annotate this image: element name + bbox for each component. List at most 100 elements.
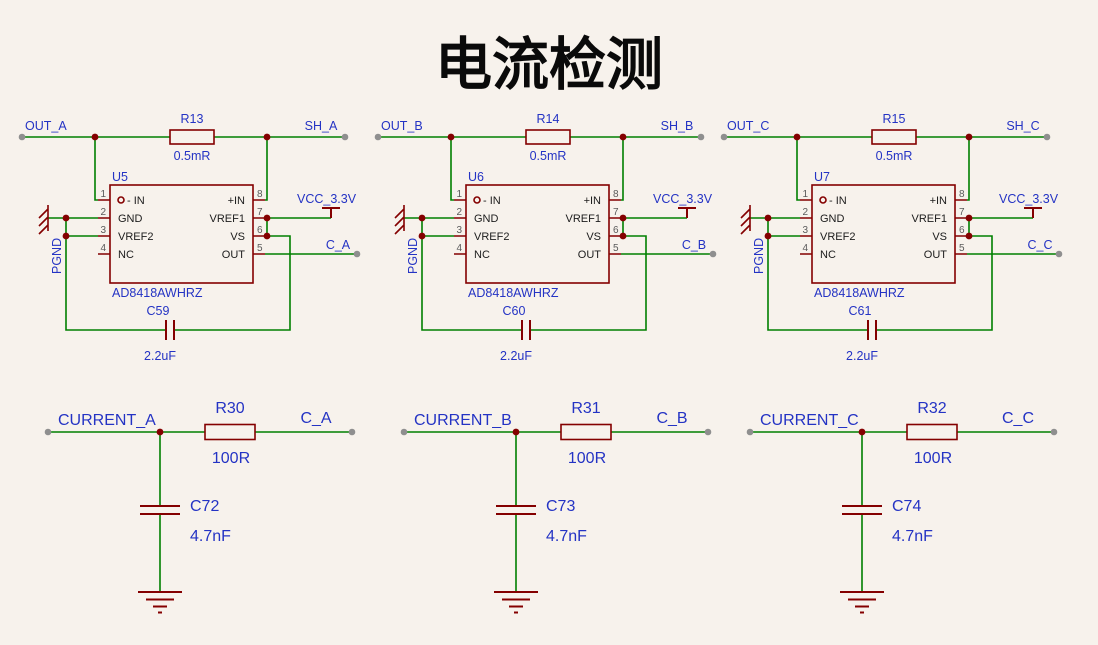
filter-r-value: 100R	[212, 450, 250, 467]
pin-name-vref2: VREF2	[474, 231, 509, 243]
filter-r-ref: R31	[571, 400, 600, 417]
shunt-ref: R14	[537, 112, 560, 126]
pin-name-nc: NC	[118, 249, 134, 261]
pin-name-pos-in: +IN	[584, 195, 601, 207]
amp-ref: U6	[468, 170, 484, 184]
pin-name-neg-in: - IN	[483, 195, 501, 207]
net-label-sense-bottom: C_A	[300, 410, 331, 427]
pin-name-out: OUT	[924, 249, 948, 261]
vcc-net-label: VCC_3.3V	[653, 192, 713, 206]
pin-number-8: 8	[257, 189, 263, 200]
pin-name-vref2: VREF2	[118, 231, 153, 243]
amp-ref: U5	[112, 170, 128, 184]
net-label-current: CURRENT_C	[760, 412, 859, 429]
pin-name-vref1: VREF1	[566, 213, 601, 225]
filter-r-value: 100R	[914, 450, 952, 467]
amp-ref: U7	[814, 170, 830, 184]
pin-number-7: 7	[257, 207, 263, 218]
channel-a-bottom-geometry	[43, 423, 357, 614]
channel-c: OUT_C R15 0.5mR SH_C U7 AD8418AWHRZ VCC_…	[719, 112, 1064, 614]
channel-b: OUT_B R14 0.5mR SH_B U6 AD8418AWHRZ VCC_…	[373, 112, 718, 614]
net-label-sense-bottom: C_C	[1002, 410, 1034, 427]
pgnd-net-label: PGND	[50, 238, 64, 274]
net-label-out: OUT_C	[727, 119, 769, 133]
channel-c-bottom-geometry	[745, 423, 1059, 614]
pin-number-2: 2	[456, 207, 462, 218]
pin-number-2: 2	[100, 207, 106, 218]
pin-number-4: 4	[456, 243, 462, 254]
bypass-value: 2.2uF	[144, 349, 176, 363]
net-label-sense-top: C_C	[1027, 238, 1052, 252]
pin-name-vs: VS	[932, 231, 947, 243]
pin-name-neg-in: - IN	[829, 195, 847, 207]
net-label-sense-top: C_B	[682, 238, 706, 252]
bypass-ref: C61	[849, 304, 872, 318]
pin-name-vref1: VREF1	[210, 213, 245, 225]
pin-name-out: OUT	[222, 249, 246, 261]
net-label-current: CURRENT_B	[414, 412, 512, 429]
pin-number-8: 8	[959, 189, 965, 200]
pin-number-6: 6	[959, 225, 965, 236]
pin-number-6: 6	[257, 225, 263, 236]
bypass-ref: C60	[503, 304, 526, 318]
pin-number-1: 1	[100, 189, 106, 200]
pin-number-7: 7	[613, 207, 619, 218]
pin-number-4: 4	[802, 243, 808, 254]
net-label-current: CURRENT_A	[58, 412, 156, 429]
ic-part-number: AD8418AWHRZ	[112, 286, 203, 300]
pin-name-pos-in: +IN	[930, 195, 947, 207]
pgnd-net-label: PGND	[752, 238, 766, 274]
pin-number-1: 1	[456, 189, 462, 200]
channel-b-bottom-geometry	[399, 423, 713, 614]
net-label-out: OUT_A	[25, 119, 67, 133]
filter-c-value: 4.7nF	[546, 528, 587, 545]
net-label-sh: SH_A	[305, 119, 338, 133]
pgnd-net-label: PGND	[406, 238, 420, 274]
ic-part-number: AD8418AWHRZ	[814, 286, 905, 300]
bypass-value: 2.2uF	[500, 349, 532, 363]
pin-number-3: 3	[802, 225, 808, 236]
net-label-out: OUT_B	[381, 119, 423, 133]
pin-number-8: 8	[613, 189, 619, 200]
filter-r-ref: R30	[215, 400, 244, 417]
bypass-value: 2.2uF	[846, 349, 878, 363]
pin-name-nc: NC	[820, 249, 836, 261]
net-label-sense-bottom: C_B	[656, 410, 687, 427]
channel-a: OUT_A R13 0.5mR SH_A U5 AD8418AWHRZ VCC_…	[17, 112, 362, 614]
pin-number-5: 5	[257, 243, 263, 254]
pin-number-1: 1	[802, 189, 808, 200]
pin-number-3: 3	[456, 225, 462, 236]
filter-c-value: 4.7nF	[892, 528, 933, 545]
pin-name-pos-in: +IN	[228, 195, 245, 207]
pin-name-vref2: VREF2	[820, 231, 855, 243]
shunt-ref: R15	[883, 112, 906, 126]
ic-part-number: AD8418AWHRZ	[468, 286, 559, 300]
filter-c-ref: C72	[190, 498, 219, 515]
shunt-value: 0.5mR	[174, 149, 211, 163]
pin-name-gnd: GND	[118, 213, 143, 225]
page-title: 电流检测	[435, 33, 663, 97]
filter-c-value: 4.7nF	[190, 528, 231, 545]
pin-name-out: OUT	[578, 249, 602, 261]
pin-number-6: 6	[613, 225, 619, 236]
shunt-ref: R13	[181, 112, 204, 126]
filter-r-ref: R32	[917, 400, 946, 417]
shunt-value: 0.5mR	[530, 149, 567, 163]
pin-number-7: 7	[959, 207, 965, 218]
vcc-net-label: VCC_3.3V	[297, 192, 357, 206]
filter-r-value: 100R	[568, 450, 606, 467]
pin-number-3: 3	[100, 225, 106, 236]
filter-c-ref: C74	[892, 498, 921, 515]
pin-name-gnd: GND	[820, 213, 845, 225]
pin-name-gnd: GND	[474, 213, 499, 225]
net-label-sense-top: C_A	[326, 238, 351, 252]
net-label-sh: SH_B	[661, 119, 694, 133]
vcc-net-label: VCC_3.3V	[999, 192, 1059, 206]
filter-c-ref: C73	[546, 498, 575, 515]
pin-number-2: 2	[802, 207, 808, 218]
pin-name-vs: VS	[230, 231, 245, 243]
shunt-value: 0.5mR	[876, 149, 913, 163]
pin-name-neg-in: - IN	[127, 195, 145, 207]
pin-name-nc: NC	[474, 249, 490, 261]
